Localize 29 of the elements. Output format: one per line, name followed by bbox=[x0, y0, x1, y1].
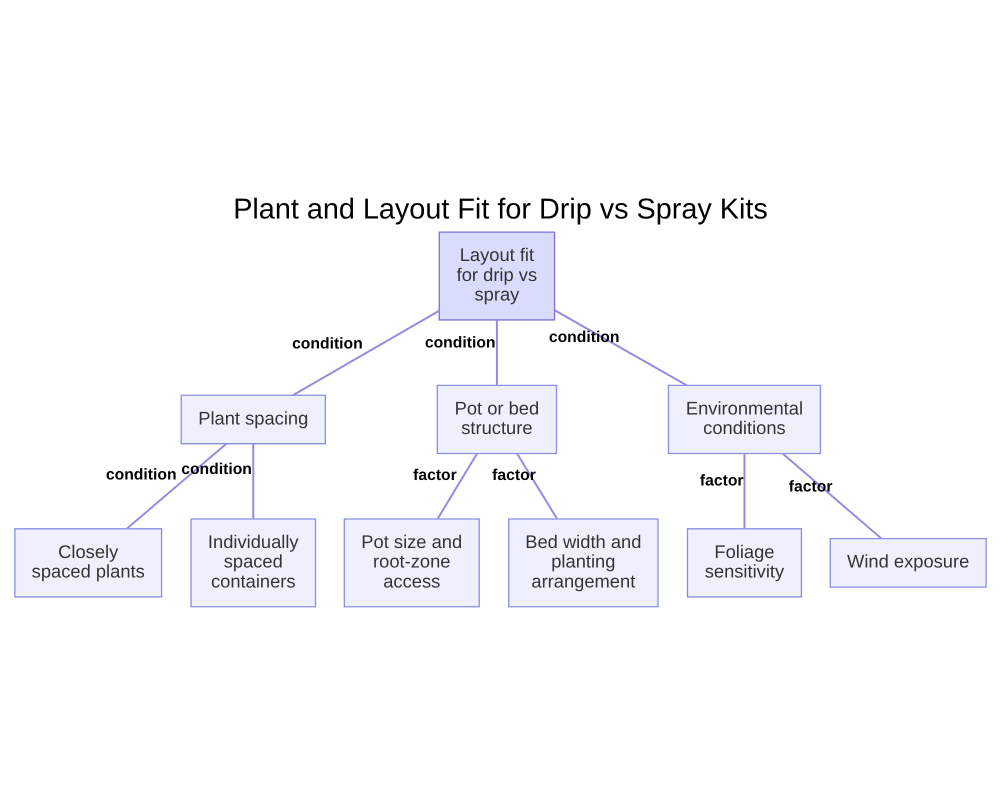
edge-label: condition bbox=[180, 461, 252, 478]
connector bbox=[554, 310, 687, 386]
connector bbox=[782, 453, 882, 540]
connector bbox=[742, 454, 745, 529]
node-box: Plant spacing bbox=[180, 394, 326, 444]
node-box: Individually spaced containers bbox=[190, 518, 316, 608]
connector bbox=[126, 442, 227, 530]
connector bbox=[252, 444, 254, 519]
edge-label: condition bbox=[424, 334, 496, 352]
node-box: Environmental conditions bbox=[667, 384, 821, 454]
node-box: Foliage sensitivity bbox=[686, 528, 802, 598]
node-box: Layout fit for drip vs spray bbox=[438, 232, 555, 321]
connector bbox=[292, 310, 440, 396]
edge-label: factor bbox=[788, 478, 832, 496]
edge-label: factor bbox=[699, 472, 744, 490]
node-box: Closely spaced plants bbox=[14, 528, 162, 598]
connector bbox=[495, 320, 498, 386]
edge-label: condition bbox=[105, 466, 176, 484]
node-box: Pot size and root-zone access bbox=[343, 518, 480, 608]
edge-label: condition bbox=[548, 329, 619, 346]
edge-label: factor bbox=[492, 466, 536, 484]
diagram-title: Plant and Layout Fit for Drip vs Spray Kits bbox=[232, 194, 768, 226]
edge-label: condition bbox=[292, 335, 362, 352]
connector bbox=[516, 453, 558, 520]
node-box: Bed width and planting arrangement bbox=[508, 518, 658, 608]
node-box: Pot or bed structure bbox=[436, 384, 557, 454]
node-box: Wind exposure bbox=[829, 538, 986, 588]
connector bbox=[436, 453, 478, 520]
edge-label: factor bbox=[412, 466, 456, 484]
